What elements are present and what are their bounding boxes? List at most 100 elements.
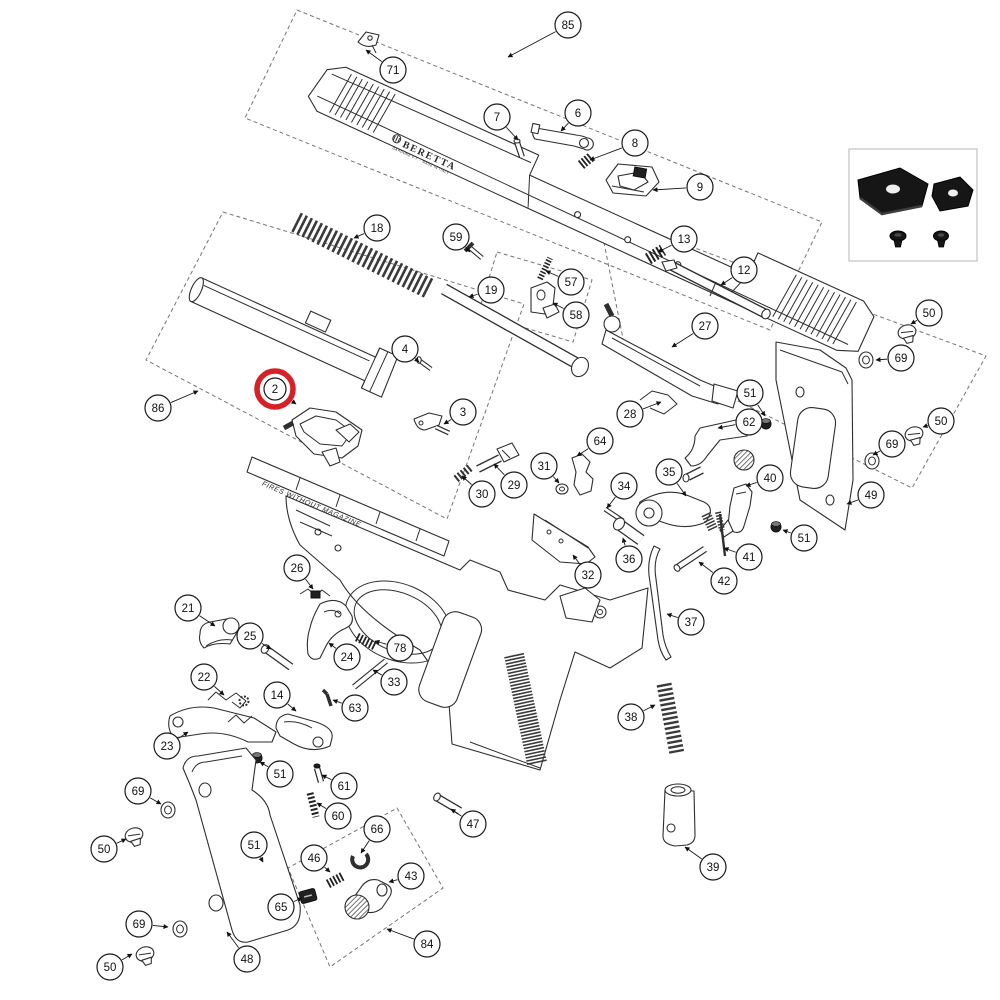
trigger-part <box>306 599 353 660</box>
frame-drawing: FIRES WITHOUT MAGAZINE <box>246 456 649 771</box>
svg-text:33: 33 <box>388 677 401 689</box>
svg-text:65: 65 <box>275 902 288 914</box>
callout-69: 69 <box>887 344 915 372</box>
svg-text:9: 9 <box>697 182 703 194</box>
leader-line-47 <box>450 808 462 817</box>
leader-line-39 <box>684 846 702 860</box>
callout-29: 29 <box>500 471 528 499</box>
leader-line-61 <box>321 774 332 781</box>
svg-text:26: 26 <box>291 563 304 575</box>
leader-line-27 <box>671 333 694 348</box>
leader-line-29 <box>493 463 505 476</box>
leader-line-33 <box>372 669 383 676</box>
callout-8: 8 <box>621 129 649 157</box>
callout-64: 64 <box>586 427 614 455</box>
leader-lines <box>116 31 929 961</box>
svg-text:51: 51 <box>744 388 757 400</box>
callout-51: 51 <box>266 760 294 788</box>
svg-text:41: 41 <box>743 552 756 564</box>
svg-text:3: 3 <box>460 407 466 419</box>
callout-12: 12 <box>730 256 758 284</box>
svg-text:64: 64 <box>594 436 607 448</box>
svg-text:69: 69 <box>886 439 899 451</box>
spring-8-part <box>577 153 595 169</box>
leader-line-50 <box>910 319 918 325</box>
callout-50: 50 <box>90 835 118 863</box>
parts-layer: BERETTA GARDONE V.T. - MADE IN ITALY <box>124 31 978 966</box>
svg-text:61: 61 <box>338 781 351 793</box>
callout-50: 50 <box>96 953 124 981</box>
svg-text:19: 19 <box>485 285 498 297</box>
svg-text:47: 47 <box>467 819 480 831</box>
svg-text:51: 51 <box>274 769 287 781</box>
svg-text:34: 34 <box>618 481 631 493</box>
plunger-61-part <box>313 763 325 783</box>
callout-69: 69 <box>125 910 153 938</box>
callout-71: 71 <box>379 56 407 84</box>
leader-line-57 <box>545 270 559 277</box>
lanyard-43-part <box>344 879 392 920</box>
svg-text:27: 27 <box>699 321 712 333</box>
ejector-plate-part <box>531 513 596 565</box>
callout-28: 28 <box>616 400 644 428</box>
callout-51: 51 <box>790 524 818 552</box>
leader-line-86 <box>170 390 199 403</box>
slide-group-boundary <box>244 9 823 331</box>
callout-30: 30 <box>468 480 496 508</box>
callout-24: 24 <box>333 643 361 671</box>
safety-lever-62-part <box>682 419 755 483</box>
svg-text:66: 66 <box>371 824 384 836</box>
svg-text:12: 12 <box>738 265 751 277</box>
callout-50: 50 <box>927 407 955 435</box>
callout-49: 49 <box>857 481 885 509</box>
barrel-group-boundary <box>145 211 525 520</box>
leader-line-14 <box>287 703 297 712</box>
leader-line-69 <box>875 357 888 363</box>
cylinder-36-part <box>612 517 645 545</box>
callout-41: 41 <box>735 543 763 571</box>
callout-35: 35 <box>655 458 683 486</box>
callout-18: 18 <box>363 214 391 242</box>
leader-line-64 <box>576 448 589 457</box>
clip-66-part <box>350 852 371 870</box>
leader-line-18 <box>353 233 365 239</box>
leader-line-35 <box>676 483 687 497</box>
callout-6: 6 <box>564 99 592 127</box>
callout-4: 4 <box>391 335 419 363</box>
svg-text:13: 13 <box>678 234 691 246</box>
leader-line-4 <box>414 357 420 363</box>
callout-39: 39 <box>699 853 727 881</box>
spring-26-part <box>299 588 331 599</box>
leader-line-21 <box>199 615 216 627</box>
svg-text:71: 71 <box>387 65 400 77</box>
leader-line-50 <box>116 838 127 844</box>
svg-text:30: 30 <box>476 489 489 501</box>
svg-text:14: 14 <box>271 690 284 702</box>
pin-42-part <box>673 546 707 572</box>
catch-58-part <box>530 281 560 319</box>
svg-text:38: 38 <box>625 712 638 724</box>
callout-57: 57 <box>557 268 585 296</box>
callout-33: 33 <box>380 668 408 696</box>
svg-text:40: 40 <box>764 473 777 485</box>
latch-21-part <box>198 617 240 649</box>
grip-plate-small-icon <box>931 176 974 212</box>
leader-line-12 <box>720 277 733 286</box>
trigger-bar-part <box>601 302 739 409</box>
svg-text:59: 59 <box>450 232 463 244</box>
barrel-drawing <box>188 277 399 398</box>
leader-line-38 <box>643 704 656 712</box>
callout-85: 85 <box>554 11 582 39</box>
svg-text:46: 46 <box>308 853 321 865</box>
leader-line-71 <box>365 49 383 63</box>
callout-66: 66 <box>363 815 391 843</box>
callout-37: 37 <box>677 608 705 636</box>
spring-13-part <box>644 244 667 265</box>
callout-26: 26 <box>283 554 311 582</box>
leader-line-42 <box>698 561 714 573</box>
leader-line-2 <box>290 399 297 405</box>
wire-spring-28-part <box>639 390 678 415</box>
svg-text:51: 51 <box>798 533 811 545</box>
svg-text:57: 57 <box>565 277 578 289</box>
